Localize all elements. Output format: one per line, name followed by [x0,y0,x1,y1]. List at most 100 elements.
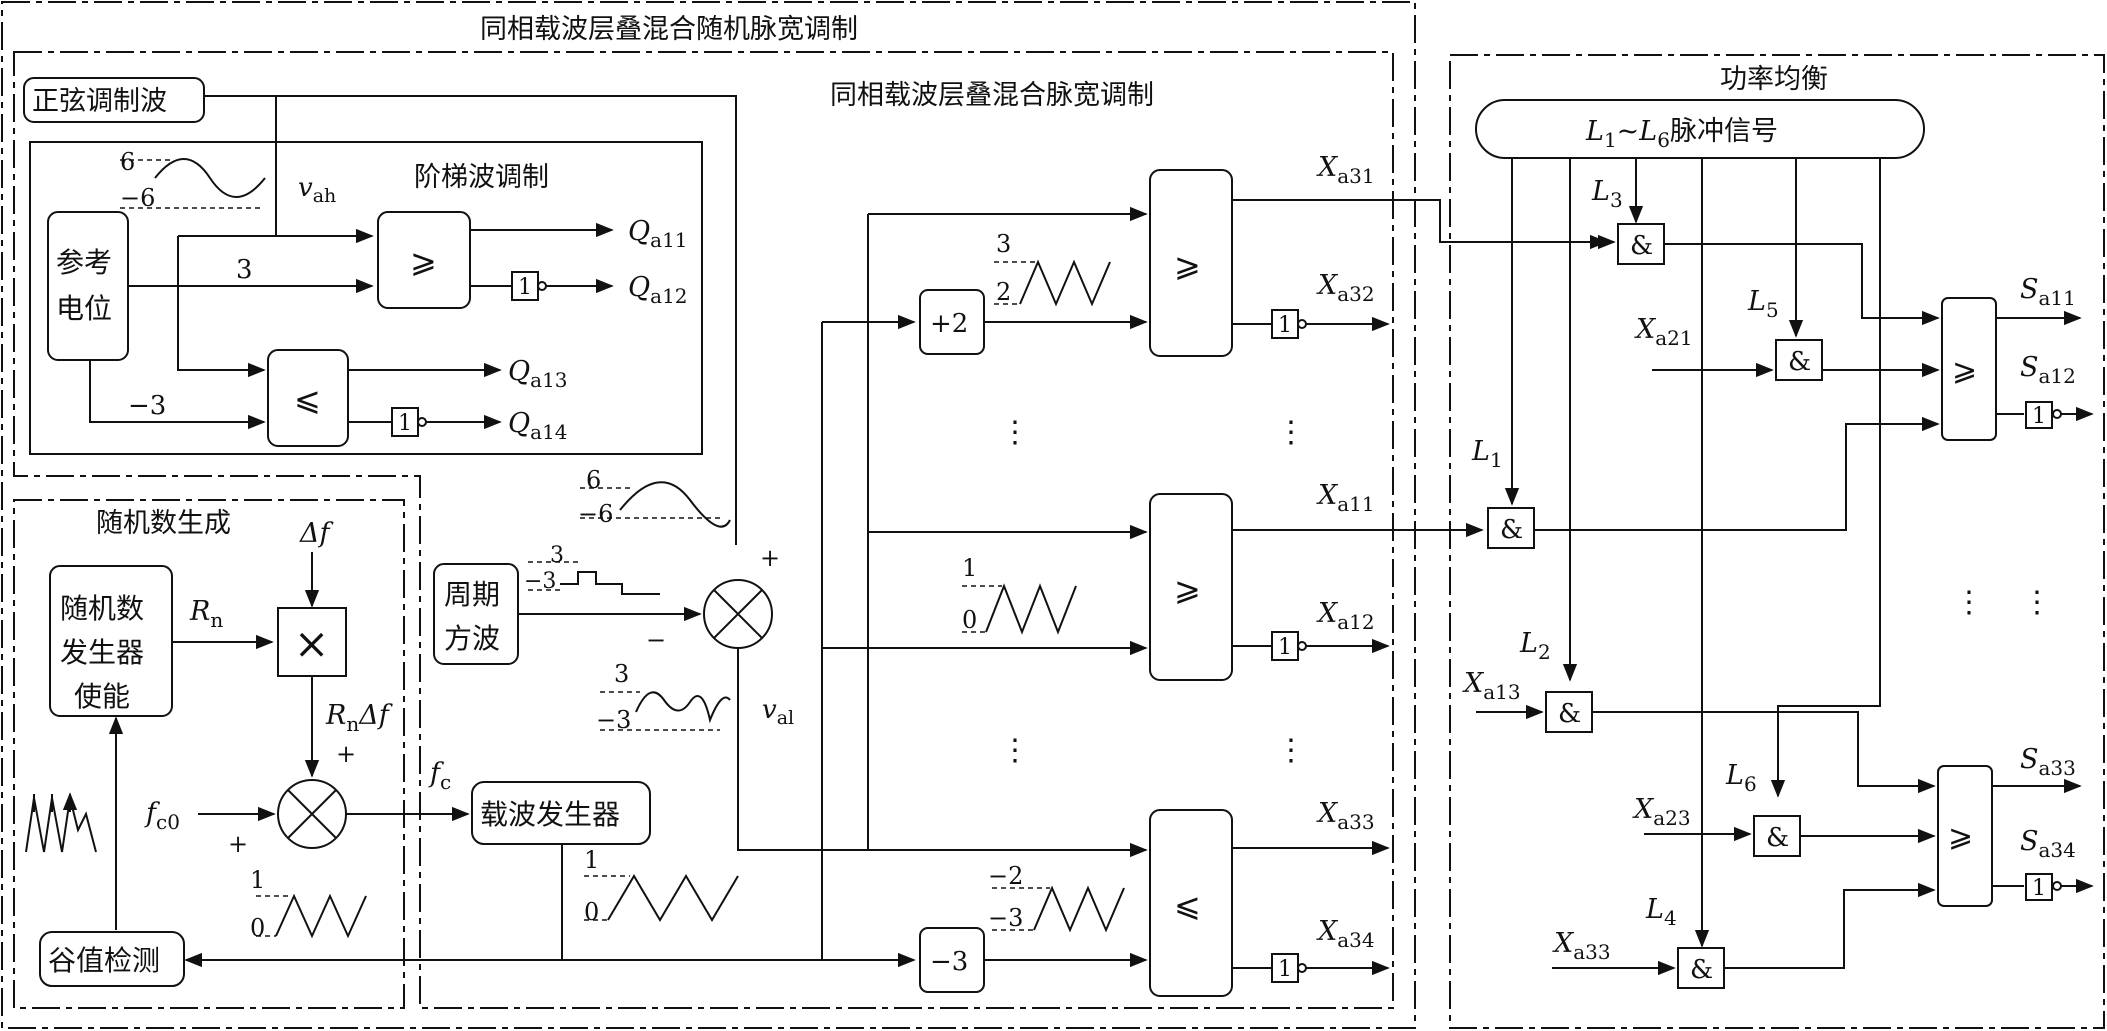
mult-symbol: × [294,619,329,668]
xa13-label: Xa13 [1462,668,1521,704]
val-line [737,648,1148,858]
svg-text:1: 1 [250,866,265,894]
staircase-title: 阶梯波调制 [414,162,549,193]
ge-comparator-mid [1149,493,1233,681]
and-gate-3 [1487,507,1535,549]
not-text: 1 [1278,957,1292,982]
not-text: 1 [1278,635,1292,660]
sa34-label: Sa34 [2020,826,2076,862]
plus-sign: + [228,830,248,858]
svg-text:6: 6 [120,148,135,176]
reference-potential-block [47,211,129,361]
fc0-label: fc0 [144,798,180,834]
not-bubble [1297,963,1307,973]
pulse-signal-block [1475,99,1925,159]
triangle-top-glyph: 3 2 [994,230,1111,307]
qa13-label: Qa13 [508,356,568,392]
ge-gate-power-top [1941,297,1997,441]
svg-text:−3: −3 [596,706,631,734]
and-symbol: & [1500,515,1523,545]
and4-to-ge [1592,711,1936,794]
not-gate-sa12 [2025,401,2053,429]
ge-symbol: ⩾ [1174,570,1201,608]
three-label: 3 [236,255,253,285]
not-bubble [1297,319,1307,329]
minus3-text: −3 [930,947,968,977]
l6-line [1770,158,1881,798]
svg-text:0: 0 [962,606,977,634]
xa12-label: Xa12 [1316,598,1375,634]
sa11-label: Sa11 [2020,274,2076,310]
random-spike-glyph [25,794,97,853]
ellipsis: ⋮ [1276,733,1306,768]
qa11-label: Qa11 [628,216,688,252]
xa33-in-label: Xa33 [1552,928,1611,964]
sine-output-line [204,95,737,545]
sum-x [287,789,337,839]
not-gate-xa34 [1271,953,1299,983]
svg-text:2: 2 [996,278,1011,306]
xa21-label: Xa21 [1634,314,1693,350]
plus-sign-sum: + [760,544,780,572]
svg-text:3: 3 [550,543,564,568]
ellipsis: ⋮ [1276,415,1306,450]
and-gate-5 [1753,815,1801,857]
branch-to-le [177,236,266,378]
random-frame [13,499,405,1009]
l2-label: L2 [1519,628,1551,664]
xa11-label: Xa11 [1316,480,1375,516]
xa31-line [1232,199,1608,250]
svg-text:−6: −6 [120,184,155,212]
xa23-label: Xa23 [1632,794,1691,830]
rndf-label: RnΔf [325,700,393,736]
random-frame-title: 随机数生成 [96,508,231,539]
ge-symbol: ⩾ [1952,353,1977,388]
svg-text:3: 3 [996,230,1011,258]
xa33-label: Xa33 [1316,798,1375,834]
sine-wave-glyph-small: 6 −6 [120,148,266,212]
not-text: 1 [398,411,412,436]
square-label-2: 方波 [444,622,500,655]
xa31-label: Xa31 [1316,152,1375,188]
rn-label: Rn [189,596,223,632]
neg3-label: −3 [128,391,166,421]
outer-frame-title: 同相载波层叠混合随机脉宽调制 [480,14,858,45]
and3-to-ge [1534,416,1940,531]
triangle-mid-glyph: 1 0 [962,554,1077,635]
carrier-gen-label: 载波发生器 [480,798,620,831]
xa34-label: Xa34 [1316,916,1375,952]
df-label: Δf [299,518,333,549]
sine-wave-glyph-mid: 6 −6 [578,466,731,528]
le-symbol: ⩽ [1174,886,1201,924]
and-symbol: & [1788,347,1811,377]
mixed-wave-glyph: 3 −3 [596,660,731,734]
ref-to-le [89,360,266,430]
svg-text:−3: −3 [988,904,1023,932]
and-symbol: & [1766,823,1789,853]
and-gate-4 [1545,691,1593,733]
reference-label-2: 电位 [56,292,112,325]
not-bubble [1297,641,1307,651]
rng-label-3: 使能 [74,680,130,713]
not-gate-qa14 [391,407,419,437]
not-text: 1 [2032,404,2046,429]
l1-label: L1 [1471,436,1503,472]
triangle-wave-glyph: 1 0 [250,866,367,942]
svg-text:0: 0 [584,898,599,926]
svg-text:−3: −3 [524,569,556,594]
not-bubble [417,417,427,427]
power-frame-title: 功率均衡 [1720,64,1828,95]
power-frame [1449,54,2105,1029]
val-label: val [762,695,794,729]
plus2-text: +2 [930,309,968,339]
svg-text:1: 1 [962,554,977,582]
outer-frame [1,1,1416,1029]
and1-to-ge [1664,243,1940,326]
plus-sign: + [336,740,356,768]
l5-label: L5 [1747,286,1779,322]
ge-gate-power-bottom [1937,765,1993,907]
ge-symbol: ⩾ [1948,819,1973,854]
svg-text:0: 0 [250,914,265,942]
sine-wave-label: 正弦调制波 [32,86,167,117]
svg-text:6: 6 [586,466,601,494]
